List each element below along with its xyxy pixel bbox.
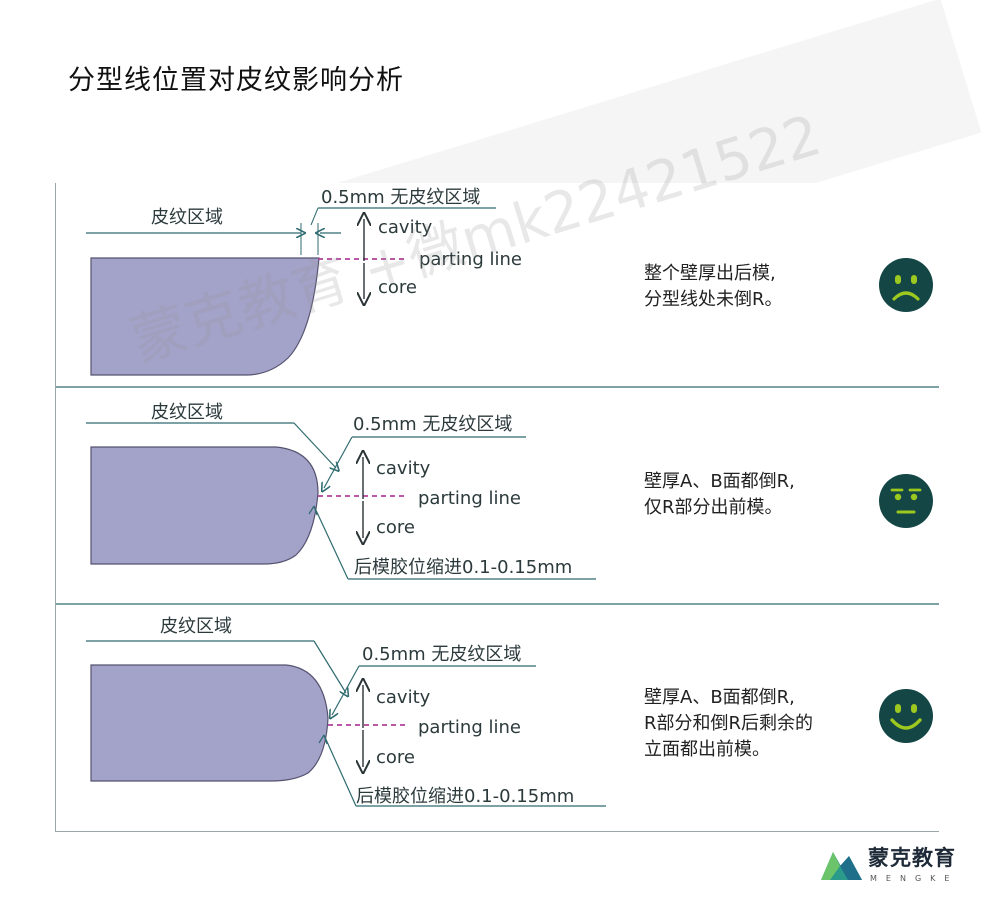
no-texture-label-2: 0.5mm 无皮纹区域: [353, 414, 512, 435]
texture-zone-label-2: 皮纹区域: [151, 402, 223, 423]
panel-3-note: 壁厚A、B面都倒R, R部分和倒R后剩余的 立面都出前模。: [644, 685, 813, 763]
happy-face-icon: [879, 689, 933, 743]
panel-3-diagram: 皮纹区域 0.5mm 无皮纹区域 cavity parting line cor…: [86, 616, 606, 807]
logo-subtitle: MENGKE: [870, 874, 959, 883]
core-label-2: core: [376, 517, 415, 538]
texture-zone-label-3: 皮纹区域: [160, 616, 232, 637]
parting-line-label-2: parting line: [418, 488, 521, 509]
sad-face-icon: [879, 258, 933, 312]
cavity-label-2: cavity: [376, 458, 431, 479]
note-line: 壁厚A、B面都倒R,: [644, 471, 795, 492]
diagram-canvas: 皮纹区域 0.5mm 无皮纹区域 cavity parting line cor…: [56, 187, 939, 807]
parting-line-label-3: parting line: [418, 717, 521, 738]
cavity-label-3: cavity: [376, 687, 431, 708]
part-section-3: [90, 664, 329, 782]
core-label-1: core: [378, 277, 417, 298]
neutral-face-icon: [879, 474, 933, 528]
panel-2-note: 壁厚A、B面都倒R, 仅R部分出前模。: [644, 469, 795, 521]
cavity-label-1: cavity: [378, 217, 433, 238]
panel-2-diagram: 皮纹区域 0.5mm 无皮纹区域 cavity parting line cor…: [86, 402, 596, 580]
note-line: 立面都出前模。: [644, 739, 770, 760]
note-line: 仅R部分出前模。: [644, 497, 783, 518]
texture-zone-label-1: 皮纹区域: [151, 207, 223, 228]
core-offset-label-2: 后模胶位缩进0.1-0.15mm: [354, 557, 572, 578]
note-line: R部分和倒R后剩余的: [644, 713, 814, 734]
no-texture-label-3: 0.5mm 无皮纹区域: [362, 644, 521, 665]
parting-line-label-1: parting line: [419, 249, 522, 270]
brand-logo: 蒙克教育 MENGKE: [818, 840, 978, 895]
note-line: 分型线处未倒R。: [644, 289, 783, 310]
note-line: 壁厚A、B面都倒R,: [644, 687, 795, 708]
part-section-2: [90, 446, 319, 565]
no-texture-label-1: 0.5mm 无皮纹区域: [321, 187, 480, 208]
panel-1-diagram: 皮纹区域 0.5mm 无皮纹区域 cavity parting line cor…: [86, 187, 522, 376]
parting-line-figure: 皮纹区域 0.5mm 无皮纹区域 cavity parting line cor…: [55, 183, 939, 832]
part-section-1: [90, 257, 320, 376]
logo-name: 蒙克教育: [868, 846, 956, 870]
logo-mark-icon: [821, 852, 862, 880]
page-title: 分型线位置对皮纹影响分析: [68, 65, 404, 96]
note-line: 整个壁厚出后模,: [644, 263, 776, 284]
panel-1-note: 整个壁厚出后模, 分型线处未倒R。: [644, 261, 783, 313]
core-label-3: core: [376, 747, 415, 768]
core-offset-label-3: 后模胶位缩进0.1-0.15mm: [356, 786, 574, 807]
